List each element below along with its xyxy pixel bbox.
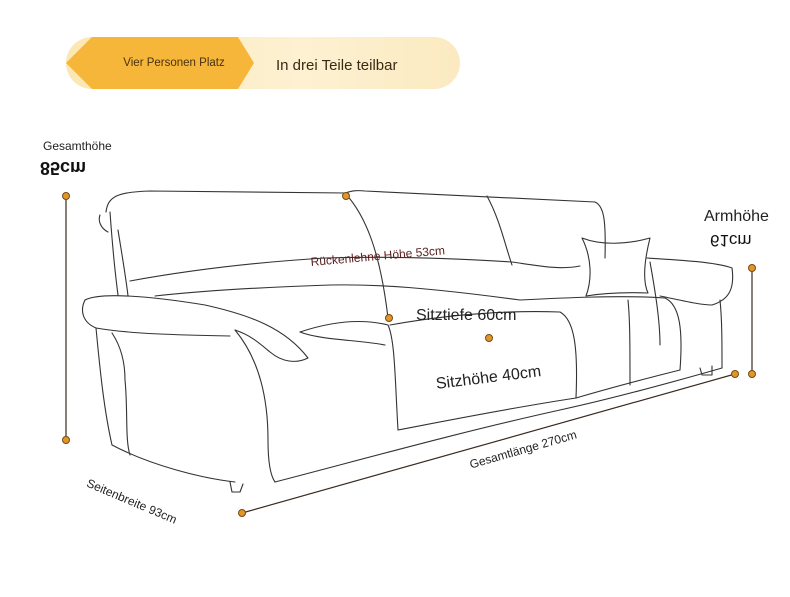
backrest <box>105 190 606 259</box>
marker-length-left <box>238 509 246 517</box>
marker-back-top <box>342 192 350 200</box>
tag-primary-label: Vier Personen Platz <box>123 57 225 69</box>
arm-height-title: Armhöhe <box>704 208 769 225</box>
tag-pill-primary <box>66 37 254 89</box>
arm-height-value: 61cm <box>710 231 752 250</box>
seat-cushion-right <box>519 296 682 371</box>
sofa-outline <box>82 190 734 493</box>
dimension-markers <box>62 192 756 517</box>
length-dimension-line <box>241 373 736 514</box>
marker-height-bottom <box>62 436 70 444</box>
dimension-lines <box>65 196 753 514</box>
right-armrest <box>646 257 734 306</box>
total-height-title: Gesamthöhe <box>43 139 112 153</box>
marker-length-right <box>731 370 739 378</box>
seat-depth-label: Sitztiefe 60cm <box>416 307 517 324</box>
tag-secondary-label: In drei Teile teilbar <box>276 57 398 74</box>
left-armrest <box>84 295 309 362</box>
marker-arm-bottom <box>748 370 756 378</box>
total-height-value: 85cm <box>40 158 87 178</box>
seat-cushion-middle <box>389 311 578 399</box>
marker-arm-top <box>748 264 756 272</box>
marker-seat-height <box>485 334 493 342</box>
marker-height-top <box>62 192 70 200</box>
throw-pillow <box>581 237 651 297</box>
seat-cushion-left <box>299 320 399 431</box>
marker-seat-depth <box>385 314 393 322</box>
